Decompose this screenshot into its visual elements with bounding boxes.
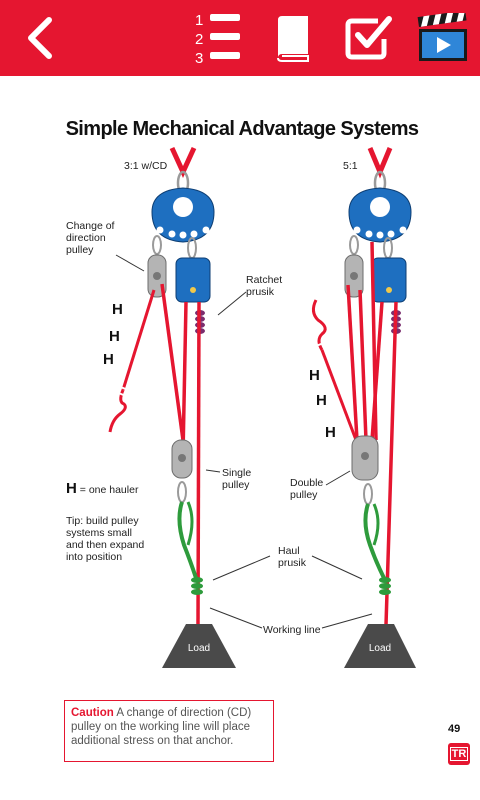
hauler-mark: H xyxy=(103,351,114,368)
left-system-ratio: 3:1 w/CD xyxy=(124,160,168,172)
tr-badge: TR xyxy=(448,743,470,765)
right-haul-prusik xyxy=(379,577,391,595)
hauler-mark: H xyxy=(309,367,320,384)
book-button[interactable] xyxy=(270,0,316,76)
step-number-1: 1 xyxy=(195,12,203,29)
right-system: Load xyxy=(311,147,416,668)
back-button[interactable] xyxy=(18,0,62,76)
hauler-mark: H xyxy=(316,392,327,409)
left-ratchet-pulley xyxy=(175,257,211,303)
hauler-legend-mark: H xyxy=(66,480,77,497)
steps-button[interactable]: 1 2 3 xyxy=(190,0,246,76)
chevron-left-icon xyxy=(28,17,52,59)
caution-label: Caution xyxy=(71,707,114,719)
checkbox-check-icon xyxy=(345,16,392,60)
left-load xyxy=(162,624,236,668)
hauler-legend-text: = one hauler xyxy=(79,484,139,496)
hauler-legend: H = one hauler xyxy=(66,480,138,497)
tip-text: Tip: build pulley systems small and then… xyxy=(66,515,145,563)
left-system: Load xyxy=(108,146,236,668)
step-number-3: 3 xyxy=(195,50,203,66)
page-number: 49 xyxy=(448,723,461,735)
caution-text: A change of direction (CD) pulley on the… xyxy=(71,707,252,747)
book-icon xyxy=(277,16,309,62)
hauler-mark: H xyxy=(112,301,123,318)
right-load-label: Load xyxy=(369,643,391,654)
label-working-line: Working line xyxy=(263,624,321,636)
hauler-mark: H xyxy=(109,328,120,345)
label-ratchet-prusik: Ratchet prusik xyxy=(246,274,283,298)
right-system-ratio: 5:1 xyxy=(343,160,358,172)
page-title: Simple Mechanical Advantage Systems xyxy=(65,118,419,140)
numbered-list-icon: 1 2 3 xyxy=(195,12,240,66)
hauler-mark: H xyxy=(325,424,336,441)
top-toolbar: 1 2 3 xyxy=(0,0,480,76)
right-ratchet-pulley xyxy=(371,257,407,303)
label-double-pulley: Double pulley xyxy=(290,477,324,501)
label-haul-prusik: Haul prusik xyxy=(278,545,307,569)
label-single-pulley: Single pulley xyxy=(222,467,252,491)
step-number-2: 2 xyxy=(195,31,203,48)
right-load xyxy=(344,624,416,668)
left-load-label: Load xyxy=(188,643,210,654)
left-haul-prusik xyxy=(191,577,203,595)
clapperboard-video-icon xyxy=(417,13,467,61)
label-change-of-direction: Change of direction pulley xyxy=(66,220,115,256)
video-button[interactable] xyxy=(416,0,470,76)
checklist-button[interactable] xyxy=(344,0,394,76)
tr-badge-text: TR xyxy=(449,747,469,761)
caution-box: Caution A change of direction (CD) pulle… xyxy=(64,700,274,762)
